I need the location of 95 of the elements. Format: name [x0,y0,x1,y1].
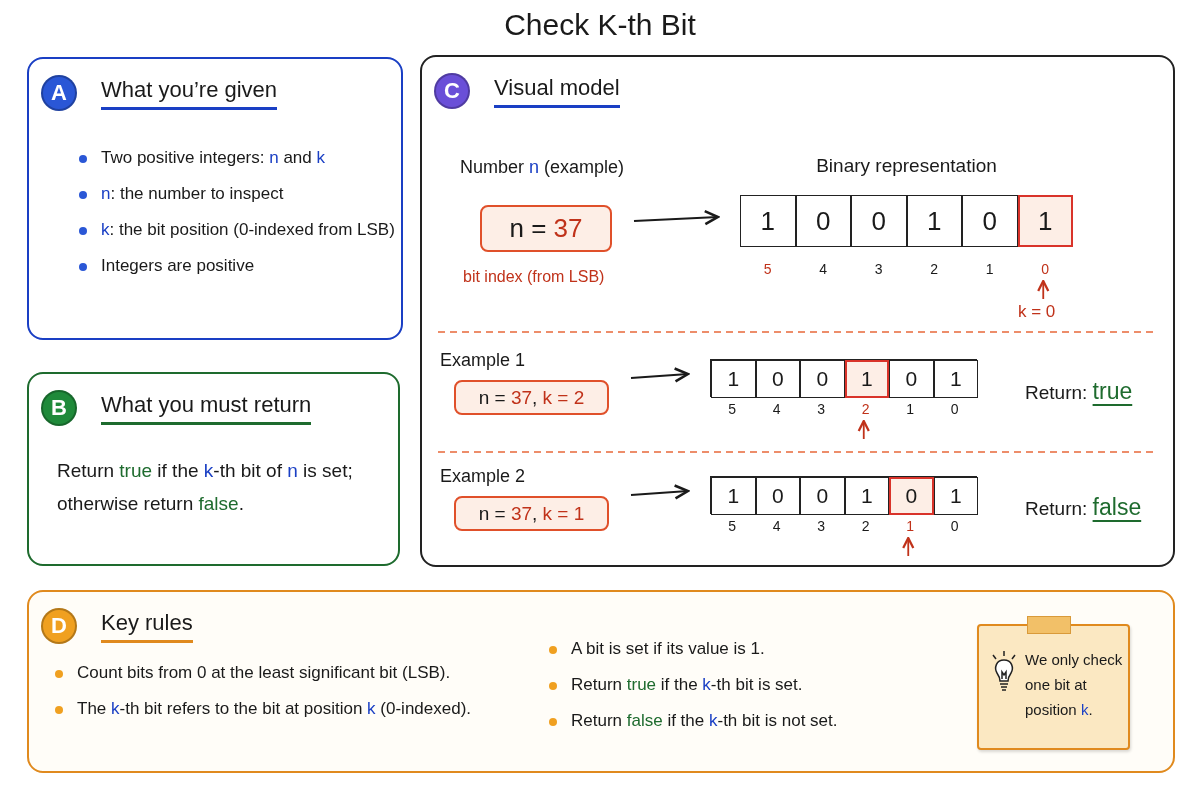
bit-index: 3 [873,261,884,277]
section-badge: B [41,390,77,426]
bit-index: 1 [905,518,916,534]
bullet-item: Integers are positive [79,255,409,278]
bullet-item: Two positive integers: n and k [79,147,409,170]
bit-cell [755,360,800,398]
bit-index: 5 [762,261,773,277]
section-badge: D [41,608,77,644]
bullet-item: Return true if the k-th bit is set. [549,674,949,697]
value-box: n = 37, k = 2 [454,380,609,415]
bit-array [740,195,1073,247]
bit-value: 1 [1038,205,1053,237]
bit-value: 1 [860,484,873,508]
bit-value: 0 [816,367,829,391]
bit-cell [1017,195,1073,247]
bit-cell [933,360,978,398]
arrow [633,209,720,226]
section-badge: A [41,75,77,111]
bit-index: 0 [1040,261,1051,277]
arrow [630,367,690,383]
bit-array [710,476,977,514]
bit-cell [755,477,800,515]
bit-index: 0 [949,401,960,417]
section-label: Binary representation [815,155,998,177]
body-text: Return true if the k-th bit of n is set; otherwise return false. [57,459,354,517]
return-value: Return: false [1025,494,1142,521]
section-heading: Visual model [494,75,620,108]
panel-card [27,590,1175,773]
bit-cell [800,360,845,398]
bit-cell [889,360,934,398]
bit-index: 4 [771,518,782,534]
bit-index: 3 [816,518,827,534]
bit-index: 0 [949,518,960,534]
panel-card [420,55,1175,567]
bit-value: 0 [905,367,918,391]
bit-index: 2 [929,261,940,277]
arrow [630,484,690,500]
section-badge: C [434,73,470,109]
bit-cell [844,360,889,398]
bit-index: 3 [816,401,827,417]
bit-value: 0 [771,484,784,508]
bit-cell [795,195,851,247]
bit-index: 1 [984,261,995,277]
bit-value: 1 [860,367,873,391]
bullet-item: k: the bit position (0-indexed from LSB) [79,219,409,242]
bullet-item: A bit is set if its value is 1. [549,638,949,661]
bit-cell [962,195,1018,247]
bit-value: 0 [816,205,831,237]
bit-cell [740,195,796,247]
bit-value: 0 [905,484,918,508]
node-label: Example 2 [440,466,526,487]
bit-array [710,359,977,397]
bit-value: 1 [949,484,962,508]
note-text: We only check one bit at position k. [1025,650,1124,720]
bit-value: 1 [949,367,962,391]
section-heading: What you must return [101,392,312,425]
pointer-label: k = 0 [1018,302,1056,322]
bit-cell [933,477,978,515]
bit-index: 4 [771,401,782,417]
section-heading: What you’re given [101,77,278,110]
return-value: Return: true [1025,378,1133,405]
bit-value: 0 [771,367,784,391]
bit-cell [889,477,934,515]
bit-index: 5 [727,518,738,534]
node-label: Number n (example) [460,157,625,178]
bit-index: 1 [905,401,916,417]
title: Check K-th Bit [503,8,697,42]
bit-value: 1 [927,205,942,237]
bit-value: 0 [982,205,997,237]
bullet-item: Count bits from 0 at the least significant bit (LSB). [55,662,535,685]
bullet-item: n: the number to inspect [79,183,409,206]
bit-value: 0 [816,484,829,508]
value-box: n = 37, k = 1 [454,496,609,531]
bullet-item: The k-th bit refers to the bit at position k (0-indexed). [55,698,535,721]
bit-index: 4 [818,261,829,277]
bit-index: 2 [860,401,871,417]
node-label: Example 1 [440,350,526,371]
section-heading: Key rules [101,610,193,643]
bit-index: 5 [727,401,738,417]
panel-card [27,57,403,340]
bit-value: 0 [871,205,886,237]
bit-value: 1 [727,484,740,508]
panel-card [27,372,400,566]
bit-index-note: bit index (from LSB) [463,268,605,286]
bullet-item: Return false if the k-th bit is not set. [549,710,949,733]
bit-cell [711,360,756,398]
bit-cell [851,195,907,247]
value-box: n = 37 [480,205,612,252]
bit-index: 2 [860,518,871,534]
bit-cell [906,195,962,247]
bit-value: 1 [760,205,775,237]
bit-cell [711,477,756,515]
bit-cell [800,477,845,515]
bit-value: 1 [727,367,740,391]
bit-cell [844,477,889,515]
